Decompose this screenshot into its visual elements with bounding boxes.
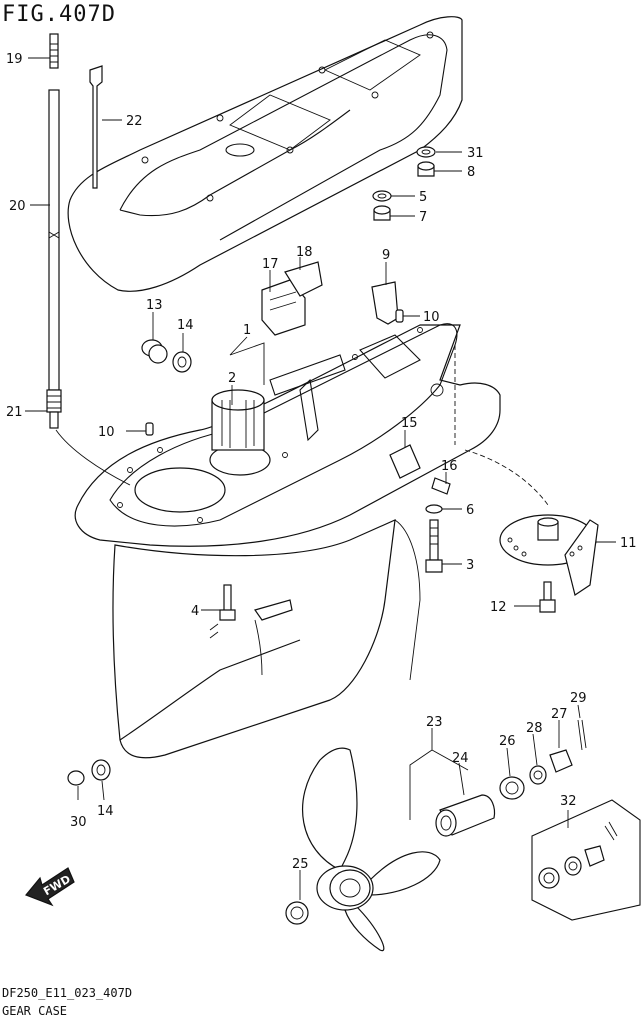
callout-10-upper: 10	[423, 310, 440, 325]
anode-part	[261, 261, 323, 336]
pin-parts	[145, 309, 404, 436]
part-9	[371, 281, 399, 325]
figure-code: DF250_E11_023_407D	[2, 986, 133, 1000]
callout-26: 26	[499, 734, 516, 749]
kit-box-part	[531, 799, 641, 921]
leader-lines	[25, 57, 616, 900]
plug-and-gasket-parts	[67, 339, 192, 786]
bolt-part-3	[425, 504, 443, 573]
callout-2: 2	[228, 371, 236, 386]
callout-1: 1	[243, 323, 251, 338]
callout-15: 15	[401, 416, 418, 431]
cable-tie-part	[89, 65, 103, 189]
callout-6: 6	[466, 503, 474, 518]
propeller-part	[301, 747, 441, 952]
callout-3: 3	[466, 558, 474, 573]
callout-16: 16	[441, 459, 458, 474]
callout-21: 21	[6, 405, 23, 420]
part-15-16	[389, 444, 451, 495]
callout-9: 9	[382, 248, 390, 263]
shift-rod-part	[46, 33, 62, 429]
callout-22: 22	[126, 114, 143, 129]
callout-25: 25	[292, 857, 309, 872]
callout-19: 19	[6, 52, 23, 67]
callout-24: 24	[452, 751, 469, 766]
callout-30: 30	[70, 815, 87, 830]
callout-32: 32	[560, 794, 577, 809]
callout-14-lower: 14	[97, 804, 114, 819]
forward-direction-icon: FWD	[25, 867, 75, 907]
callout-14-upper: 14	[177, 318, 194, 333]
figure-title: FIG.407D	[2, 2, 116, 27]
callout-18: 18	[296, 245, 313, 260]
callout-7: 7	[419, 210, 427, 225]
callout-10-lower: 10	[98, 425, 115, 440]
trim-tab-part	[499, 514, 599, 613]
callout-27: 27	[551, 707, 568, 722]
figure-name: GEAR CASE	[2, 1004, 68, 1018]
callout-17: 17	[262, 257, 279, 272]
callout-labels: 19 20 21 22 31 8 5 7 9 18 17 10 13 14 1 …	[6, 52, 637, 872]
callout-8: 8	[467, 165, 475, 180]
callout-5: 5	[419, 190, 427, 205]
callout-29: 29	[570, 691, 587, 706]
prop-hardware-parts	[285, 719, 587, 925]
callout-23: 23	[426, 715, 443, 730]
callout-28: 28	[526, 721, 543, 736]
callout-11: 11	[620, 536, 637, 551]
callout-31: 31	[467, 146, 484, 161]
callout-13: 13	[146, 298, 163, 313]
nuts-and-washers	[372, 146, 436, 221]
upper-cover-part	[67, 16, 463, 292]
gear-case-housing	[74, 323, 549, 759]
bolt-part-4	[219, 584, 236, 621]
callout-12: 12	[490, 600, 507, 615]
bushing-part	[435, 794, 496, 837]
callout-4: 4	[191, 604, 199, 619]
callout-20: 20	[9, 199, 26, 214]
